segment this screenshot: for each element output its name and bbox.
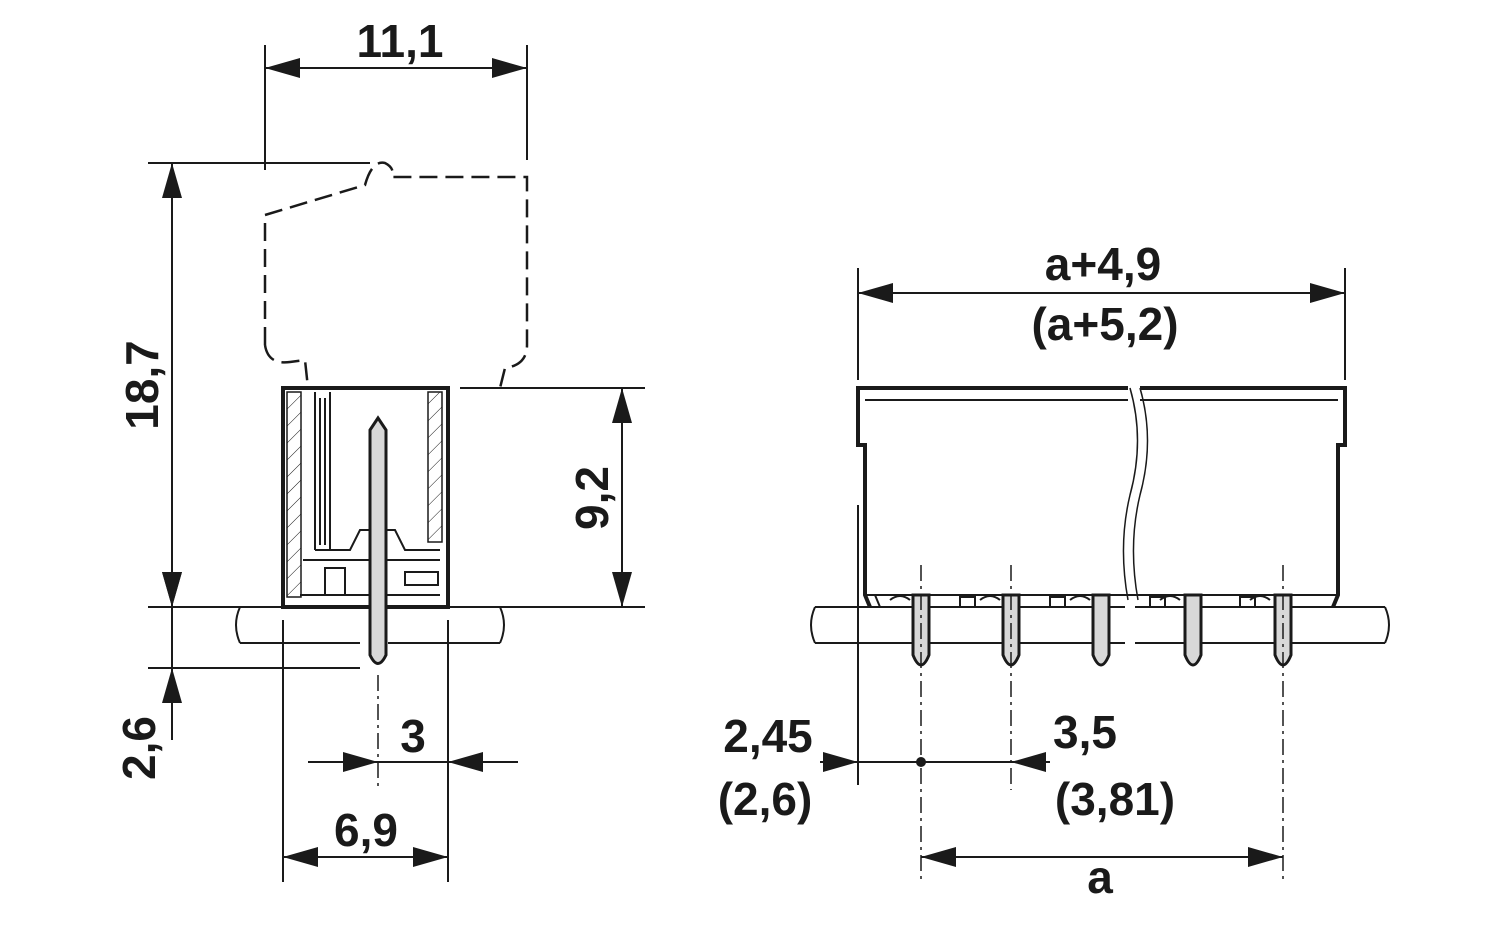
mating-plug-outline — [263, 161, 529, 389]
front-housing — [856, 386, 1347, 608]
front-pin — [1183, 593, 1203, 667]
dim-width-total: 11,1 — [357, 15, 444, 67]
dim-pin-below-board: 2,6 — [113, 716, 165, 780]
dim-housing-depth: 6,9 — [334, 804, 398, 856]
dim-origin-dot — [916, 757, 926, 767]
front-extension-lines — [857, 268, 1346, 785]
dim-overall-length: a+4,9 — [1045, 238, 1161, 290]
dim-overall-length-alt: (a+5,2) — [1031, 298, 1178, 350]
dim-height-total: 18,7 — [116, 340, 168, 430]
dim-pin-span: a — [1087, 851, 1113, 903]
dim-pin-offset: 3 — [400, 710, 426, 762]
front-housing-inner — [865, 399, 1338, 608]
dim-pitch-alt: (3,81) — [1055, 773, 1175, 825]
side-extension-lines — [148, 45, 645, 882]
header-housing — [281, 386, 450, 609]
dim-edge-to-first-pin-alt: (2,6) — [718, 773, 813, 825]
housing-wall-left — [286, 391, 302, 598]
side-view: 11,1 18,7 9,2 2,6 3 6,9 — [113, 15, 645, 882]
dim-pitch: 3,5 — [1053, 706, 1117, 758]
housing-wall-right — [427, 391, 443, 543]
front-view: a+4,9 (a+5,2) 2,45 (2,6) 3,5 (3,81) a — [718, 238, 1390, 903]
break-line — [1122, 387, 1149, 601]
front-pin — [1091, 593, 1111, 667]
front-pin-centerlines — [920, 565, 1284, 882]
dim-edge-to-first-pin: 2,45 — [723, 710, 813, 762]
side-pin — [368, 415, 388, 665]
dim-housing-height: 9,2 — [566, 466, 618, 530]
